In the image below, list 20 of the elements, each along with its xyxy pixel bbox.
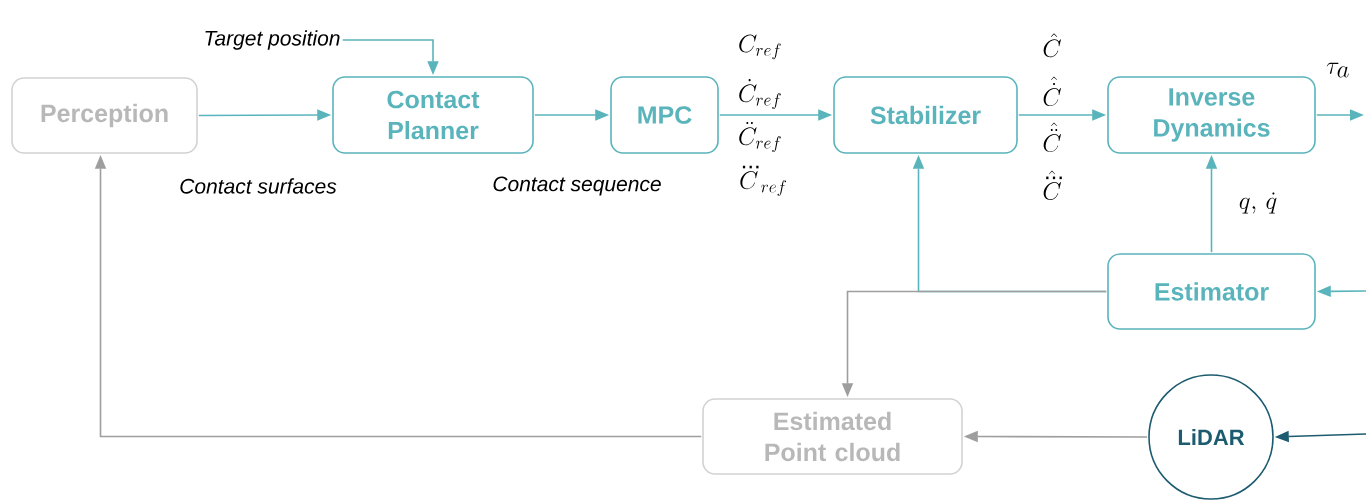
- math-label: $q,\,\dot{q}$: [1239, 192, 1277, 214]
- math-label: $\dot{C}_{ref}$: [739, 79, 781, 109]
- process-box: Contact Planner: [332, 76, 534, 154]
- process-box: Estimated Point cloud: [702, 398, 963, 475]
- math-label: $C_{ref}$: [739, 34, 781, 60]
- process-box: Perception: [11, 77, 198, 154]
- process-box: MPC: [610, 76, 719, 154]
- math-label: $\tau_a$: [1326, 62, 1349, 78]
- math-label: $\hat{C}$: [1043, 33, 1061, 58]
- math-label: $\hat{\ddot{C}}$: [1043, 122, 1061, 153]
- math-label: $\ddot{C}_{ref}$: [739, 122, 781, 152]
- math-label: $\dddot{C}_{ref}$: [740, 165, 787, 196]
- process-box: Inverse Dynamics: [1107, 76, 1316, 154]
- math-label: $\hat{\dddot{C}}$: [1043, 170, 1062, 200]
- math-label: $\hat{\dot{C}}$: [1043, 76, 1061, 107]
- process-box: Stabilizer: [833, 76, 1018, 154]
- edge-label: Contact surfaces: [178, 177, 338, 195]
- process-box: Estimator: [1107, 253, 1316, 330]
- input-label: Target position: [205, 30, 340, 50]
- edge-label: Contact sequence: [491, 175, 663, 197]
